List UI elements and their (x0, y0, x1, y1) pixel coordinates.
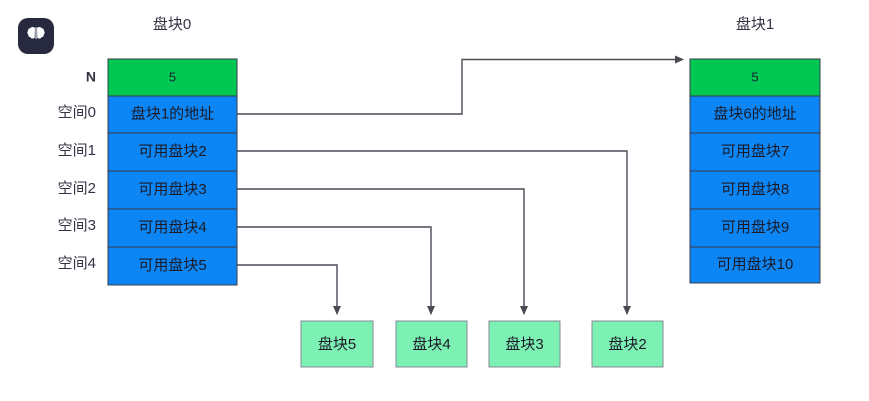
block1-table: 5 盘块6的地址 可用盘块7 可用盘块8 可用盘块9 可用盘块10 (689, 58, 821, 284)
block0-row-free2-label: 可用盘块2 (138, 142, 206, 160)
block1-title: 盘块1 (736, 15, 774, 33)
leaf-blocks: 盘块5 盘块4 盘块3 盘块2 (300, 320, 664, 368)
block0-row-count-label: 5 (169, 69, 176, 84)
leaf-block-5[interactable] (300, 320, 374, 368)
block1-row-free8[interactable] (689, 170, 821, 210)
axis-label-space3: 空间3 (58, 217, 96, 234)
leaf-block-5-label: 盘块5 (318, 335, 356, 353)
block1-row-free7-label: 可用盘块7 (721, 142, 789, 160)
block1-row-free10-label: 可用盘块10 (717, 255, 794, 273)
leaf-block-4[interactable] (395, 320, 468, 368)
leaf-block-2-label: 盘块2 (608, 335, 646, 353)
axis-label-space2: 空间2 (58, 180, 96, 197)
block0-row-free3-label: 可用盘块3 (138, 180, 206, 198)
block0-row-count[interactable] (107, 58, 238, 97)
block1-row-free9[interactable] (689, 208, 821, 248)
axis-label-space4: 空间4 (58, 255, 96, 272)
leaf-block-3-label: 盘块3 (505, 335, 543, 353)
connector-free4-to-leaf4 (237, 226, 435, 315)
leaf-block-3[interactable] (488, 320, 561, 368)
axis-label-space1: 空间1 (58, 142, 96, 159)
block0-title: 盘块0 (153, 15, 191, 33)
block0-row-free4[interactable] (107, 208, 238, 248)
connectors (237, 55, 684, 315)
block0-row-addr-label: 盘块1的地址 (131, 104, 214, 122)
block0-row-addr[interactable] (107, 95, 238, 134)
block0-row-free2[interactable] (107, 132, 238, 172)
app-badge[interactable] (18, 18, 54, 54)
axis-label-space0: 空间0 (58, 104, 96, 121)
connector-free3-to-leaf3 (237, 188, 528, 315)
block1-row-count-label: 5 (751, 69, 758, 84)
block1-row-addr-label: 盘块6的地址 (713, 104, 796, 122)
block1-row-free10[interactable] (689, 246, 821, 284)
leaf-block-4-label: 盘块4 (412, 335, 450, 353)
block1-row-addr[interactable] (689, 95, 821, 134)
block0-table: 5 盘块1的地址 可用盘块2 可用盘块3 可用盘块4 可用盘块5 (107, 58, 238, 286)
leaf-block-2[interactable] (591, 320, 664, 368)
block0-row-free3[interactable] (107, 170, 238, 210)
block1-row-free8-label: 可用盘块8 (721, 180, 789, 198)
block1-row-free7[interactable] (689, 132, 821, 172)
axis-label-n: N (86, 69, 96, 85)
connector-addr-to-block1 (237, 55, 684, 115)
brain-icon (27, 27, 45, 39)
block0-row-free5[interactable] (107, 246, 238, 286)
block0-row-free4-label: 可用盘块4 (138, 218, 206, 236)
block0-row-free5-label: 可用盘块5 (138, 256, 206, 274)
block1-row-free9-label: 可用盘块9 (721, 218, 789, 236)
connector-free5-to-leaf5 (237, 264, 341, 315)
block1-row-count[interactable] (689, 58, 821, 97)
connector-free2-to-leaf2 (237, 150, 631, 315)
